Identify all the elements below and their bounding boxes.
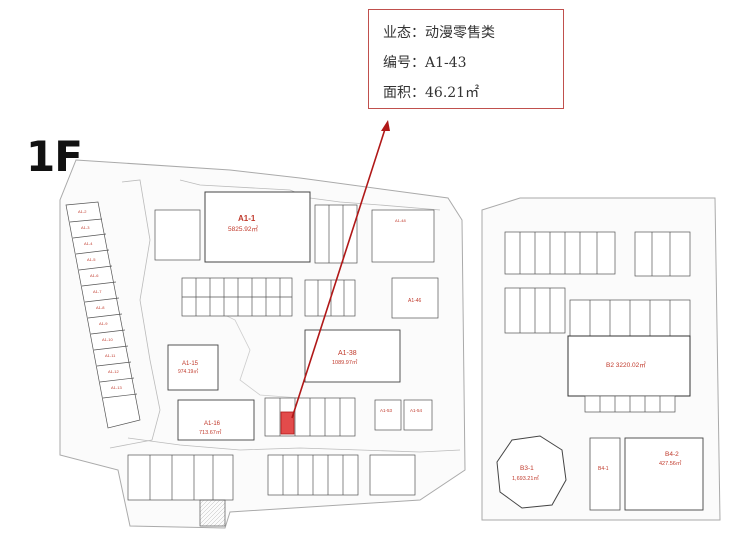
svg-text:A1-11: A1-11: [105, 353, 116, 358]
svg-text:A1-9: A1-9: [99, 321, 108, 326]
unit-b2-label: B2 3220.02㎡: [606, 360, 646, 369]
corridor-lines: [109, 179, 161, 449]
left-strip-labels: A1-2A1-3A1-4 A1-5A1-6A1-7 A1-8A1-9A1-10 …: [78, 209, 122, 390]
svg-text:A1-8: A1-8: [96, 305, 105, 310]
unit-a1-53[interactable]: [374, 399, 402, 431]
unit-a1-54-id: A1-54: [410, 408, 423, 413]
b2-bottom-shops: [584, 395, 676, 413]
unit-area-text: 面积：46.21㎡: [383, 85, 480, 101]
unit-a1-46-id: A1-46: [408, 298, 422, 304]
unit-a1-1-area: 5825.92㎡: [228, 224, 258, 233]
svg-text:A1-2: A1-2: [78, 209, 87, 214]
unit-number-text: 编号：A1-43: [383, 55, 467, 71]
unit-a1-1-annex: [154, 209, 201, 261]
unit-a1-43-highlight[interactable]: [280, 411, 295, 435]
left-shop-strip: [65, 201, 141, 429]
central-shop-cluster: [264, 397, 356, 437]
unit-b2[interactable]: [567, 335, 691, 397]
svg-text:A1-7: A1-7: [93, 289, 102, 294]
unit-a1-15[interactable]: [167, 344, 219, 391]
unit-a1-16[interactable]: [177, 399, 255, 441]
unit-a1-38-area: 1089.97㎡: [332, 358, 358, 366]
unit-a1-1[interactable]: [204, 191, 311, 263]
unit-a1-53-id: A1-53: [380, 408, 393, 413]
business-type-text: 业态：动漫零售类: [383, 25, 495, 41]
svg-text:A1-5: A1-5: [87, 257, 96, 262]
building-b-top-shops: [504, 231, 691, 337]
unit-a1-1-id: A1-1: [238, 214, 256, 223]
unit-info-box: 业态：动漫零售类 编号：A1-43 面积：46.21㎡: [368, 9, 564, 109]
unit-a1-16-area: 713.67㎡: [199, 428, 222, 436]
unit-b4-2-id: B4-2: [665, 451, 679, 458]
unit-a1-38[interactable]: [304, 329, 401, 383]
unit-b4-1[interactable]: [589, 437, 621, 511]
unit-b4-2[interactable]: [624, 437, 704, 511]
callout-arrow-head: [381, 120, 390, 131]
unit-a1-46[interactable]: [391, 277, 439, 319]
unit-a1-15-id: A1-15: [182, 361, 199, 367]
svg-text:A1-12: A1-12: [108, 369, 119, 374]
svg-text:A1-10: A1-10: [102, 337, 113, 342]
unit-b4-2-area: 427.56㎡: [659, 459, 682, 467]
middle-shop-grid: [181, 277, 356, 317]
south-shop-strip: [127, 454, 416, 527]
unit-b4-1-id: B4-1: [598, 466, 609, 472]
north-small-blocks: [314, 204, 435, 264]
unit-b3-1-area: 1,693.21㎡: [512, 474, 539, 482]
unit-b3-1-id: B3-1: [520, 465, 534, 472]
north-unit-label: A1-48: [395, 218, 406, 223]
unit-a1-15-area: 974.19㎡: [178, 368, 198, 375]
svg-text:A1-3: A1-3: [81, 225, 90, 230]
svg-text:A1-4: A1-4: [84, 241, 93, 246]
unit-a1-38-id: A1-38: [338, 350, 357, 357]
unit-b3-1[interactable]: [496, 435, 567, 509]
svg-text:A1-6: A1-6: [90, 273, 99, 278]
svg-text:A1-13: A1-13: [111, 385, 122, 390]
corridor-lines-3: [127, 437, 461, 453]
corridor-lines-4: [214, 309, 301, 399]
unit-a1-54[interactable]: [403, 399, 433, 431]
unit-a1-16-id: A1-16: [204, 421, 221, 427]
callout-arrow: [291, 125, 387, 419]
